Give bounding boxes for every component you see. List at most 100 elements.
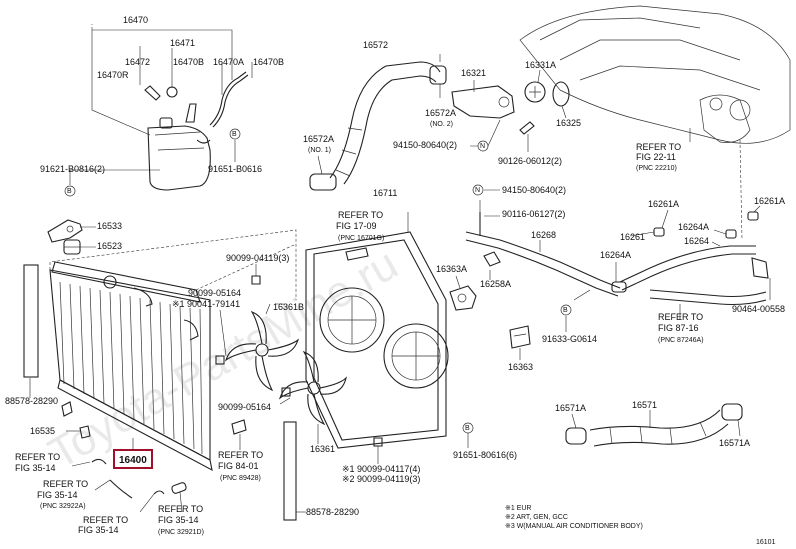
label-refer-35-14-d1: REFER TO [158, 504, 203, 514]
engine-block [519, 5, 791, 144]
label-16572A-1: 16572A [303, 134, 334, 144]
label-90099-04119-b: ※2 90099-04119(3) [342, 474, 420, 484]
connector-89428[interactable] [231, 419, 247, 435]
reservoir-cap[interactable] [159, 117, 173, 129]
lower-hose-16571[interactable] [589, 409, 729, 447]
label-16264A-1: 16264A [600, 250, 631, 260]
gasket-16325[interactable] [552, 81, 570, 107]
radiator-16400[interactable] [49, 261, 213, 472]
label-88578-1: 88578-28290 [5, 396, 58, 406]
clamp-16571A-2[interactable] [721, 403, 743, 421]
label-refer-87-16-c: (PNC 87246A) [658, 337, 704, 344]
label-16711: 16711 [373, 188, 397, 198]
throttle-body [699, 94, 751, 143]
label-16400[interactable]: 16400 [119, 455, 147, 466]
label-16470: 16470 [123, 15, 148, 25]
reservoir-cap-part[interactable] [166, 86, 178, 98]
label-91651-2: 91651-80616(6) [453, 450, 517, 460]
oil-cooler-hose-2[interactable] [171, 482, 187, 494]
label-16533: 16533 [97, 221, 122, 231]
clamp-16572A-1[interactable] [309, 173, 337, 191]
svg-text:N: N [480, 143, 485, 150]
clamp-16261A-2[interactable] [747, 211, 759, 221]
label-refer-22-11-b: FIG 22-11 [636, 152, 676, 162]
clip-90464[interactable] [751, 257, 769, 279]
label-94150-2: 94150-80640(2) [502, 185, 566, 195]
water-bypass-pipe-16268[interactable] [465, 212, 621, 297]
label-90099-05164-b: 90099-05164 [218, 402, 271, 412]
svg-text:N: N [475, 187, 480, 194]
label-refer-84-01-a: REFER TO [218, 450, 263, 460]
label-refer-35-14-b3: (PNC 32922A) [40, 503, 86, 510]
seal-88578-1[interactable] [23, 264, 39, 378]
thermostat-16331A[interactable] [524, 81, 546, 103]
label-16261A-1: 16261A [648, 199, 679, 209]
label-refer-87-16-b: FIG 87-16 [658, 323, 699, 333]
drain-cock-16535[interactable] [79, 425, 91, 439]
label-16264: 16264 [684, 236, 709, 246]
watermark: Toyota-PartsMine.ru [41, 239, 406, 478]
radiator-cap[interactable] [103, 275, 117, 289]
label-16470B-1: 16470B [173, 57, 204, 67]
water-outlet-16321[interactable] [451, 85, 515, 119]
seal-88578-2[interactable] [283, 421, 297, 521]
nut-90099-b[interactable] [281, 387, 291, 397]
oil-cooler-hose-1[interactable] [91, 458, 133, 499]
clamp-16264A-1[interactable] [611, 281, 627, 293]
label-94150-1: 94150-80640(2) [393, 140, 457, 150]
label-16471: 16471 [170, 38, 195, 48]
heater-hose-87246A[interactable] [649, 289, 767, 306]
label-16572A-2-note: (NO. 2) [430, 121, 453, 128]
label-90099-05164-a: 90099-05164 [188, 288, 241, 298]
bracket-16533[interactable] [47, 219, 83, 243]
label-91621: 91621-B0816(2) [40, 164, 105, 174]
reservoir-hose[interactable] [209, 71, 247, 126]
label-16361: 16361 [310, 444, 335, 454]
label-16571A-1: 16571A [555, 403, 586, 413]
label-refer-35-14-c1: REFER TO [83, 515, 128, 525]
label-90041: ※1 90041-79141 [172, 299, 240, 309]
bolt-90126[interactable] [519, 121, 535, 135]
label-refer-22-11-c: (PNC 22210) [636, 165, 677, 172]
label-16470A: 16470A [213, 57, 244, 67]
svg-text:B: B [232, 131, 237, 138]
label-16572A-2: 16572A [425, 108, 456, 118]
label-16470B-2: 16470B [253, 57, 284, 67]
clamp-16261A-1[interactable] [653, 227, 665, 237]
note-3: ※3 W(MANUAL AIR CONDITIONER BODY) [505, 523, 643, 530]
cushion-16523[interactable] [63, 239, 81, 255]
clamp-16571A-1[interactable] [565, 427, 587, 445]
label-16361B: 16361B [273, 302, 304, 312]
clamp-16264A-2[interactable] [725, 229, 737, 239]
label-refer-35-14-d3: (PNC 32921D) [158, 529, 204, 536]
reservoir-tank[interactable] [147, 125, 211, 191]
clamp-16572A-2[interactable] [429, 65, 447, 85]
motor-16363[interactable] [509, 325, 531, 349]
label-91633: 91633-G0614 [542, 334, 597, 344]
fan-16361[interactable] [278, 350, 347, 426]
label-90464: 90464-00558 [732, 304, 785, 314]
label-16325: 16325 [556, 118, 581, 128]
label-refer-17-09-c: (PNC 16701G) [338, 235, 384, 242]
upper-hose-16572[interactable] [329, 61, 441, 185]
label-16523: 16523 [97, 241, 122, 251]
label-90116: 90116-06127(2) [502, 209, 565, 219]
note-2: ※2 ART, GEN, GCC [505, 514, 568, 521]
reservoir-bracket[interactable] [144, 85, 161, 101]
label-16258A: 16258A [480, 279, 511, 289]
fan-shroud-16711[interactable] [305, 231, 449, 449]
label-16470R: 16470R [97, 70, 129, 80]
bolt-90099-04117[interactable] [373, 437, 383, 447]
nut-90099-a[interactable] [215, 355, 225, 365]
hose-16264[interactable] [619, 245, 756, 291]
label-90126: 90126-06012(2) [498, 156, 562, 166]
svg-text:B: B [465, 425, 470, 432]
oil-cooler-clamp[interactable] [153, 490, 165, 495]
label-refer-35-14-a1: REFER TO [15, 452, 60, 462]
fan-16361B[interactable] [224, 310, 300, 392]
sensor-16363A[interactable] [449, 285, 477, 311]
label-16571: 16571 [632, 400, 657, 410]
label-88578-2: 88578-28290 [306, 507, 359, 517]
label-16363: 16363 [508, 362, 533, 372]
